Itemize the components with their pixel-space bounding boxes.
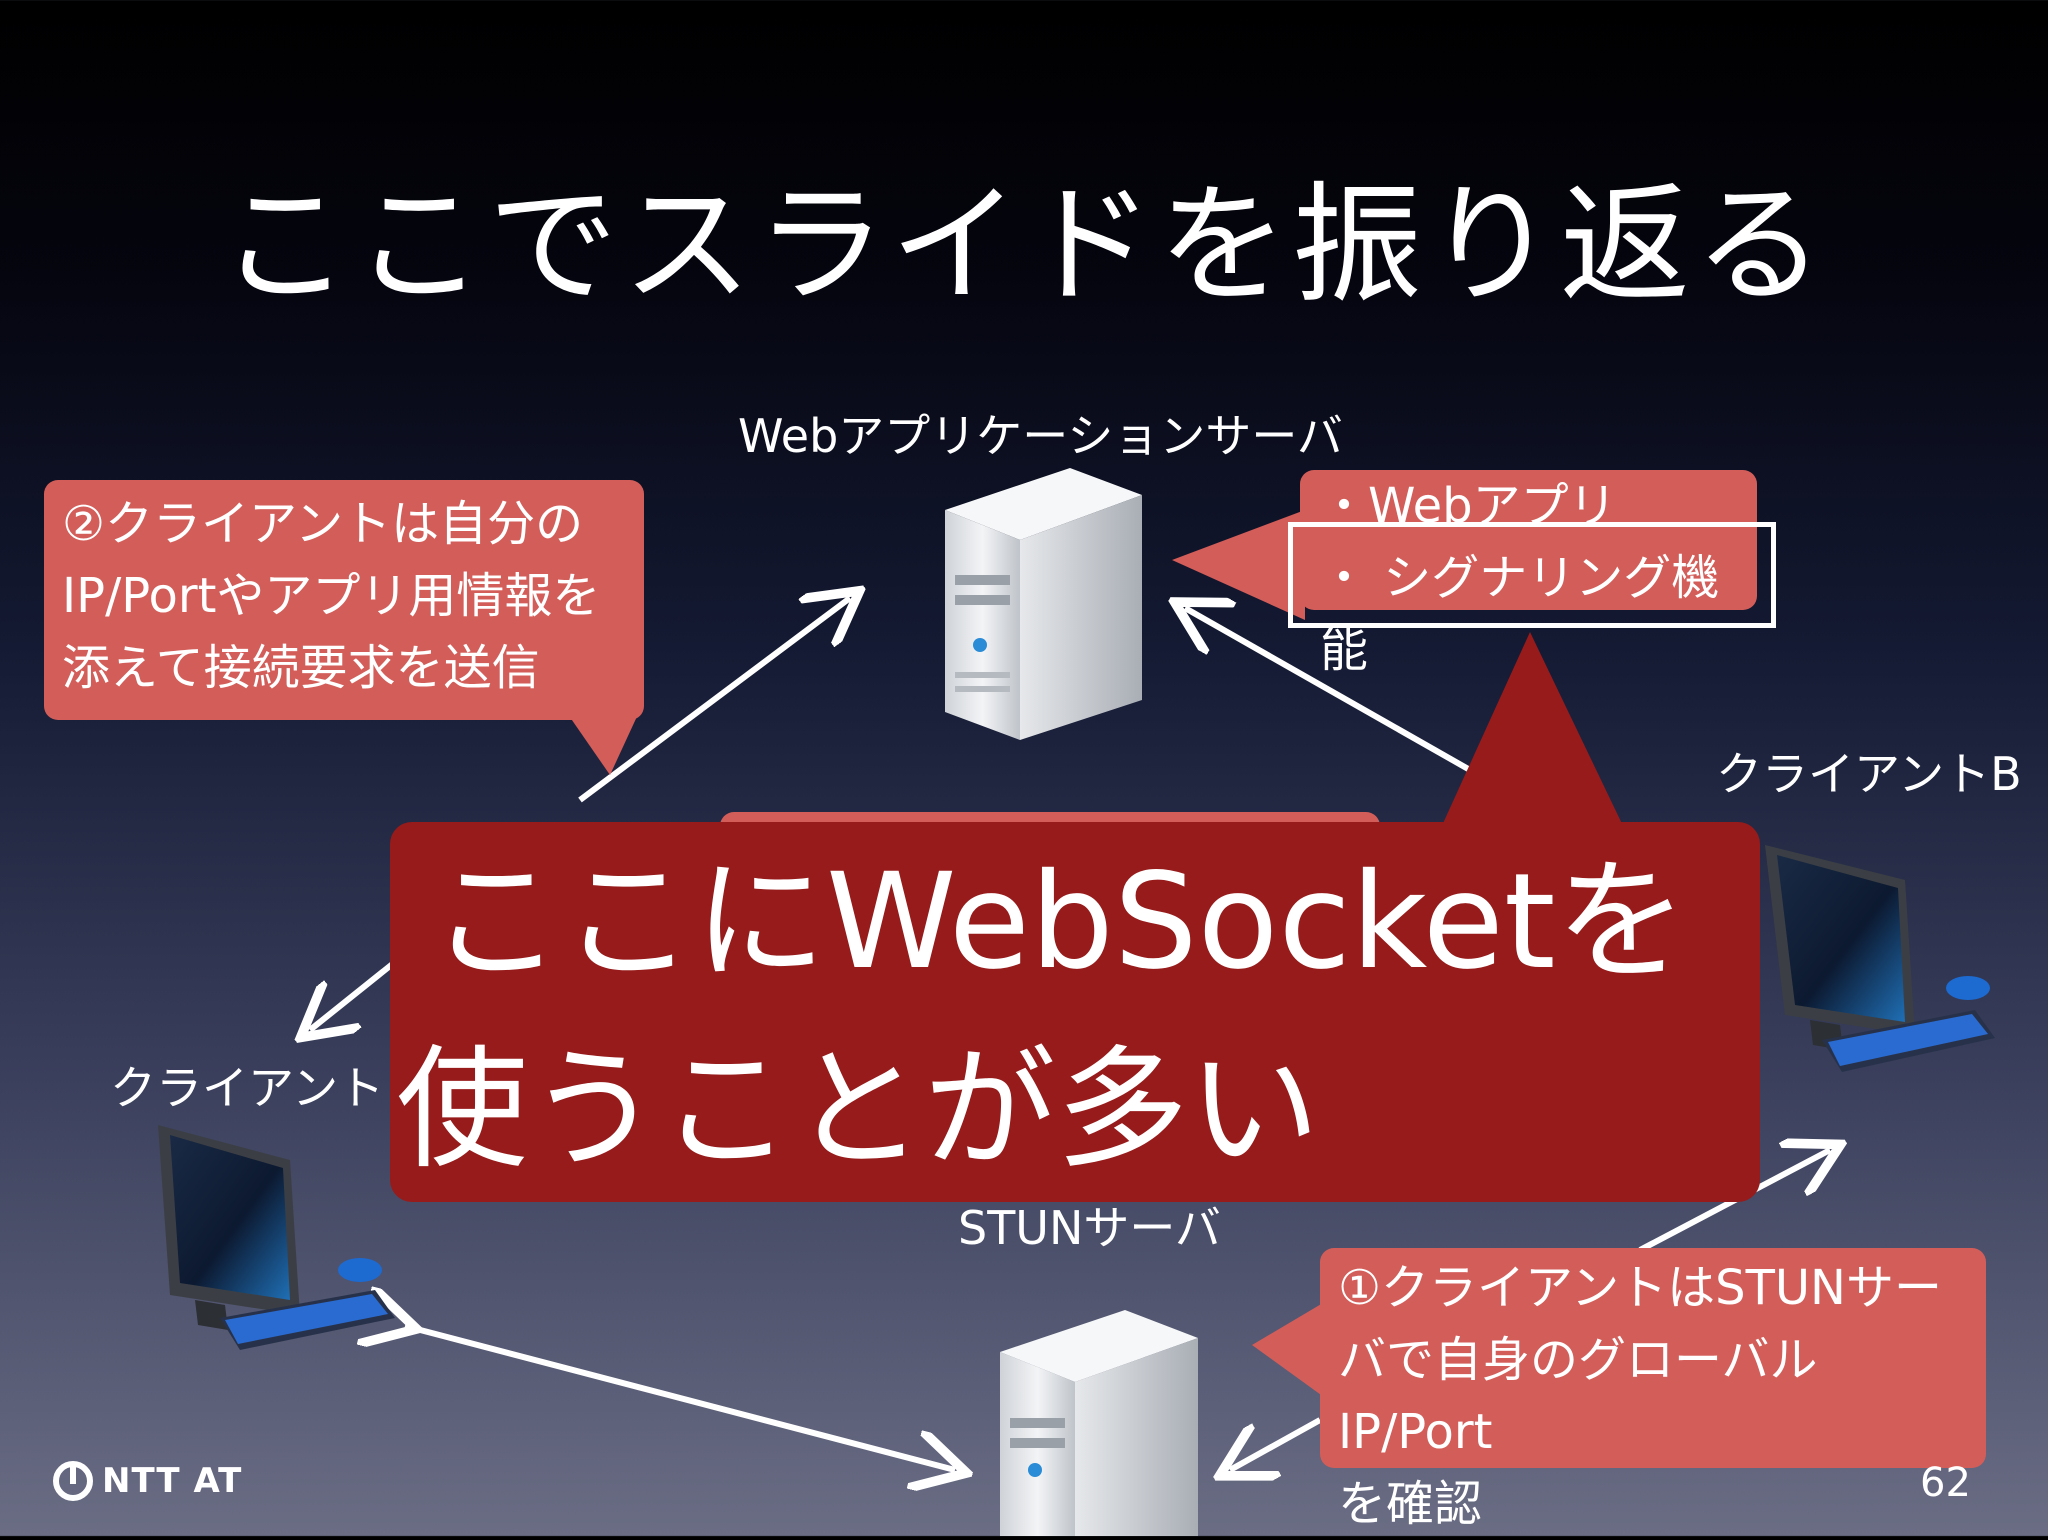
client-request-line-2: IP/Portやアプリ用情報を [62,568,601,624]
stun-check-line-3: を確認 [1338,1476,1483,1532]
client-a-computer-icon [158,1125,395,1350]
client-b-computer-icon [1765,845,1995,1072]
client-request-callout: ②クライアントは自分の IP/Portやアプリ用情報を 添えて接続要求を送信 [44,480,644,720]
stun-check-callout: ①クライアントはSTUNサー バで自身のグローバルIP/Port を確認 [1320,1248,1986,1532]
arrow-client-b-to-web [1185,608,1472,773]
slide-title: ここでスライドを振り返る [219,169,1828,321]
web-functions-callout: ・Webアプリ ・ シグナリング機能 [1300,470,1757,678]
highlight-pointer [1440,632,1625,830]
stun-check-pointer [1252,1300,1328,1400]
page-number: 62 [1920,1460,1971,1506]
web-functions-line-2: ・ シグナリング機能 [1320,550,1720,678]
client-b-label: クライアントB [1716,747,2022,801]
client-request-line-1: ②クライアントは自分の [62,496,584,552]
web-server-icon [945,468,1142,740]
logo-text: NTT AT [102,1461,243,1501]
signaling-highlight-frame [1288,522,1776,628]
stun-server-label: STUNサーバ [958,1201,1221,1255]
stun-check-line-1: ①クライアントはSTUNサー [1338,1260,1942,1316]
ntt-at-logo: NTT AT [52,1460,242,1502]
arrow-client-b-to-stun [1230,1417,1322,1470]
stun-check-line-2: バで自身のグローバルIP/Port [1338,1332,1818,1460]
stun-server-icon [1000,1310,1198,1536]
web-server-label: Webアプリケーションサーバ [738,409,1343,463]
ntt-logo-icon [53,1461,93,1501]
web-functions-pointer [1172,510,1305,620]
arrow-client-a-to-web [578,598,850,803]
client-request-line-3: 添えて接続要求を送信 [62,640,540,696]
arrow-client-a-stun [405,1326,955,1470]
highlight-line-1: ここにWebSocketを [430,845,1688,999]
client-a-label: クライアント [110,1061,385,1115]
highlight-line-2: 使うことが多い [396,1033,1320,1187]
websocket-highlight-box: ここにWebSocketを 使うことが多い [390,822,1760,1202]
client-request-pointer [565,710,640,775]
